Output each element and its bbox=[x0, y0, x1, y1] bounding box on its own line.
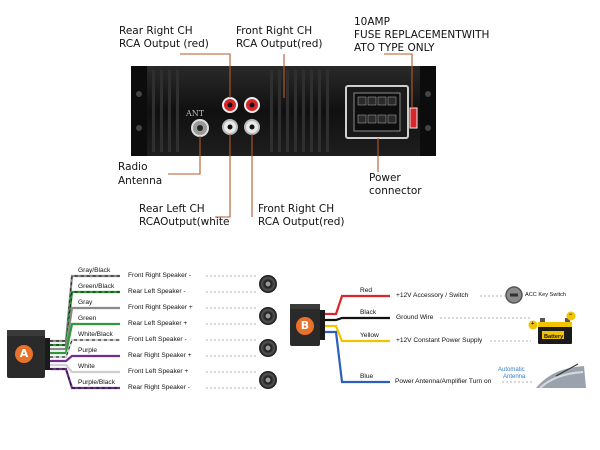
wire-b-function-label: +12V Constant Power Supply bbox=[396, 337, 483, 344]
fuse bbox=[409, 107, 418, 129]
wire-a-stripe-1 bbox=[50, 275, 120, 342]
battery-plus-label: + bbox=[531, 321, 535, 327]
wire-b-color-label: Blue bbox=[360, 373, 374, 380]
wire-a-speaker-label: Front Right Speaker - bbox=[128, 272, 192, 279]
automatic-antenna-label-line2: Antenna bbox=[503, 374, 526, 380]
callout-rear-left-line1: Rear Left CH bbox=[139, 203, 205, 215]
callout-rear-left-line2: RCAOutput(white bbox=[139, 216, 230, 228]
callout-rear-right-line1: Rear Right CH bbox=[119, 25, 193, 37]
heat-sink-ribs bbox=[152, 70, 329, 152]
wire-a-color-label: Purple bbox=[78, 347, 98, 354]
speaker-icons bbox=[259, 275, 277, 389]
speaker-icon-center bbox=[265, 377, 271, 383]
callout-front-right-top-line1: Front Right CH bbox=[236, 25, 313, 37]
wire-a-color-label: Green/Black bbox=[78, 283, 115, 290]
wire-b-function-label: +12V Accessory / Switch bbox=[396, 292, 469, 299]
wire-b-function-label: Power Antenna/Amplifier Turn on bbox=[395, 378, 492, 385]
wire-a-7 bbox=[50, 363, 120, 374]
callout-radio-antenna-line2: Antenna bbox=[118, 175, 163, 187]
callout-radio-antenna-line1: Radio bbox=[118, 161, 148, 173]
battery-label: Battery bbox=[544, 334, 564, 340]
antenna-icon bbox=[536, 363, 586, 389]
wire-a-speaker-label: Rear Right Speaker + bbox=[128, 352, 192, 359]
callout-fuse-line1: 10AMP bbox=[354, 16, 390, 28]
callout-lines bbox=[168, 53, 413, 218]
wire-a-speaker-label: Front Left Speaker - bbox=[128, 336, 187, 343]
wire-a-speaker-label: Rear Left Speaker - bbox=[128, 288, 186, 295]
wire-a-stripe-2 bbox=[50, 291, 120, 346]
wire-b-color-label: Yellow bbox=[360, 332, 379, 339]
wire-a-color-label: Gray bbox=[78, 299, 93, 306]
wire-a-stripe-8 bbox=[50, 368, 120, 389]
callout-power-connector-line1: Power bbox=[369, 172, 401, 184]
speaker-icon-center bbox=[265, 345, 271, 351]
wire-a-3 bbox=[50, 306, 120, 351]
wire-a-stripe-5 bbox=[50, 339, 120, 358]
callout-front-right-bottom-line2: RCA Output(red) bbox=[258, 216, 345, 228]
connector-b-wires bbox=[325, 294, 534, 384]
callout-front-right-bottom-line1: Front Right CH bbox=[258, 203, 335, 215]
wire-a-color-label: Green bbox=[78, 315, 97, 322]
connector-a-wires bbox=[50, 274, 258, 390]
wire-b-1 bbox=[325, 294, 390, 316]
wire-b-function-label: Ground Wire bbox=[396, 314, 434, 321]
callout-fuse-line2: FUSE REPLACEMENTWITH bbox=[354, 29, 490, 41]
wire-b-4 bbox=[325, 330, 390, 384]
wire-a-4 bbox=[50, 322, 120, 355]
automatic-antenna-label-line1: Automatic bbox=[498, 367, 525, 373]
callout-power-connector-line2: connector bbox=[369, 185, 422, 197]
wire-b-color-label: Red bbox=[360, 287, 373, 294]
callout-front-right-top-line2: RCA Output(red) bbox=[236, 38, 323, 50]
wire-a-speaker-label: Rear Left Speaker + bbox=[128, 320, 188, 327]
ant-marking: ANT bbox=[186, 109, 205, 118]
speaker-icon-center bbox=[265, 281, 271, 287]
wire-a-speaker-label: Front Left Speaker + bbox=[128, 368, 189, 375]
acc-key-switch-label: ACC Key Switch bbox=[525, 292, 567, 298]
callout-fuse-line3: ATO TYPE ONLY bbox=[354, 42, 435, 54]
wire-a-color-label: White bbox=[78, 363, 95, 370]
wire-a-color-label: White/Black bbox=[78, 331, 113, 338]
wire-a-6 bbox=[50, 354, 120, 363]
wire-a-speaker-label: Front Right Speaker + bbox=[128, 304, 193, 311]
connector-b-badge: B bbox=[296, 317, 314, 335]
wire-b-3 bbox=[325, 324, 390, 343]
wire-b-color-label: Black bbox=[360, 309, 377, 316]
key-switch-icon bbox=[505, 286, 523, 304]
wire-a-color-label: Gray/Black bbox=[78, 267, 111, 274]
wire-a-speaker-label: Rear Right Speaker - bbox=[128, 384, 190, 391]
speaker-icon-center bbox=[265, 313, 271, 319]
connector-a-badge: A bbox=[15, 345, 33, 363]
wire-a-color-label: Purple/Black bbox=[78, 379, 116, 386]
battery-minus-label: − bbox=[569, 312, 573, 318]
power-connector bbox=[345, 85, 409, 139]
battery-icon bbox=[528, 311, 576, 344]
wire-b-2 bbox=[325, 316, 390, 322]
callout-rear-right-line2: RCA Output (red) bbox=[119, 38, 209, 50]
